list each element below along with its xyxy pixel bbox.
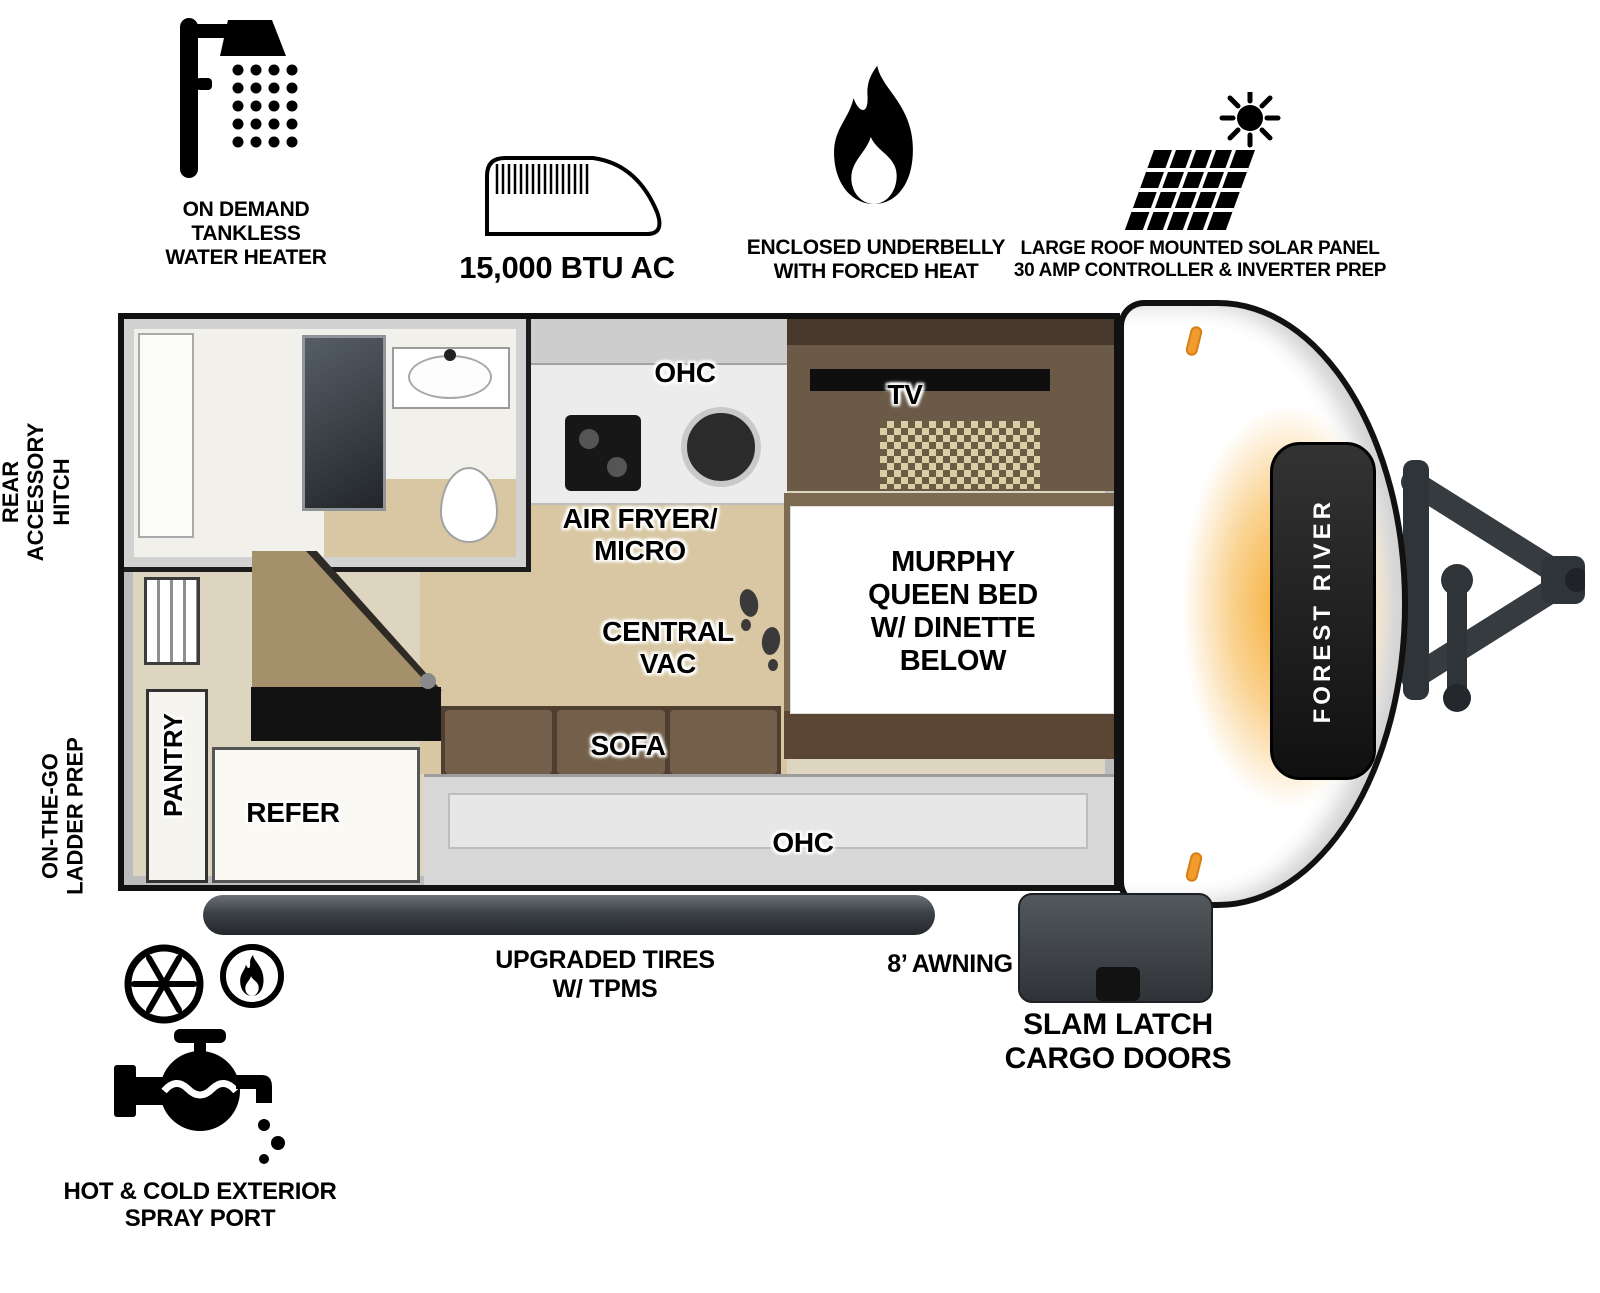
front-window: FOREST RIVER xyxy=(1270,442,1376,780)
underbelly-label: ENCLOSED UNDERBELLY WITH FORCED HEAT xyxy=(746,236,1006,283)
pantry-label: PANTRY xyxy=(158,713,189,817)
kitchen-faucet xyxy=(420,673,436,689)
refer-label: REFER xyxy=(246,797,340,828)
ac-unit-icon xyxy=(485,156,662,236)
vanity-faucet xyxy=(444,349,456,361)
marker-light-top xyxy=(1184,324,1204,358)
forced-heat-flame-icon xyxy=(834,65,913,204)
flame-small-icon xyxy=(240,955,264,996)
sofa xyxy=(441,706,781,778)
sofa-cushion xyxy=(445,710,553,774)
kitchen-countertop xyxy=(251,687,441,741)
tv-cabinet-top xyxy=(787,319,1114,345)
trailer-front-cap: FOREST RIVER xyxy=(1118,300,1408,908)
entry-panel xyxy=(448,793,1088,849)
valve-icon xyxy=(114,1029,285,1164)
cargo-doors-label: SLAM LATCH CARGO DOORS xyxy=(1004,1008,1232,1076)
murphy-bed-area xyxy=(791,507,1113,713)
trailer-floorplan xyxy=(118,313,1120,891)
ac-label: 15,000 BTU AC xyxy=(459,250,675,285)
toilet xyxy=(440,467,498,543)
entry-side-cabinets xyxy=(424,774,1114,885)
ohc-cabinet-top xyxy=(531,319,787,365)
tv-cabinet xyxy=(787,319,1114,491)
solar-panel-icon xyxy=(1124,92,1281,230)
sofa-cushion xyxy=(669,710,777,774)
snowflake-icon xyxy=(131,955,197,1013)
marker-light-bottom xyxy=(1184,850,1204,884)
ohc-top-label: OHC xyxy=(654,357,716,388)
tankless-water-heater-icon xyxy=(180,18,298,178)
awning-label: 8’ AWNING xyxy=(887,950,1013,978)
rear-accessory-hitch-label: REAR ACCESSORY HITCH xyxy=(0,422,74,562)
solar-label: LARGE ROOF MOUNTED SOLAR PANEL 30 AMP CO… xyxy=(1013,238,1387,281)
kitchen-sink xyxy=(681,407,761,487)
water-heater-label: ON DEMAND TANKLESS WATER HEATER xyxy=(165,198,327,269)
murphy-bed-label: MURPHY QUEEN BED W/ DINETTE BELOW xyxy=(868,546,1038,678)
spray-port-label: HOT & COLD EXTERIOR SPRAY PORT xyxy=(63,1178,337,1233)
bed-foot-cabinet xyxy=(784,711,1114,759)
tv-screen xyxy=(810,369,1050,391)
footprints-icon xyxy=(739,589,781,671)
air-fryer-micro-label: AIR FRYER/ MICRO xyxy=(562,503,718,566)
cooktop xyxy=(565,415,641,491)
sofa-cushion xyxy=(557,710,665,774)
awning-tires-bar xyxy=(203,895,935,935)
tongue-hitch-icon xyxy=(1401,460,1585,712)
ladder-prep-label: ON-THE-GO LADDER PREP xyxy=(37,737,88,895)
bathroom xyxy=(124,319,531,572)
shower-glass xyxy=(302,335,386,511)
bench-cushion xyxy=(880,421,1040,489)
tires-label: UPGRADED TIRES W/ TPMS xyxy=(495,946,715,1003)
bathroom-cabinet xyxy=(138,333,194,538)
cargo-latch xyxy=(1096,967,1140,1001)
spray-port-icon xyxy=(114,944,285,1164)
ohc-bottom-label: OHC xyxy=(772,827,834,858)
cargo-door-box xyxy=(1018,893,1213,1003)
pantry-cabinet xyxy=(146,689,208,883)
tv-label: TV xyxy=(887,379,923,410)
brand-name: FOREST RIVER xyxy=(1309,498,1336,724)
refer-cabinet xyxy=(212,747,420,883)
rear-window xyxy=(144,577,200,665)
central-vac-label: CENTRAL VAC xyxy=(602,616,734,679)
vanity-sink xyxy=(408,355,492,399)
kitchen-block xyxy=(531,319,787,505)
sofa-label: SOFA xyxy=(590,730,666,761)
